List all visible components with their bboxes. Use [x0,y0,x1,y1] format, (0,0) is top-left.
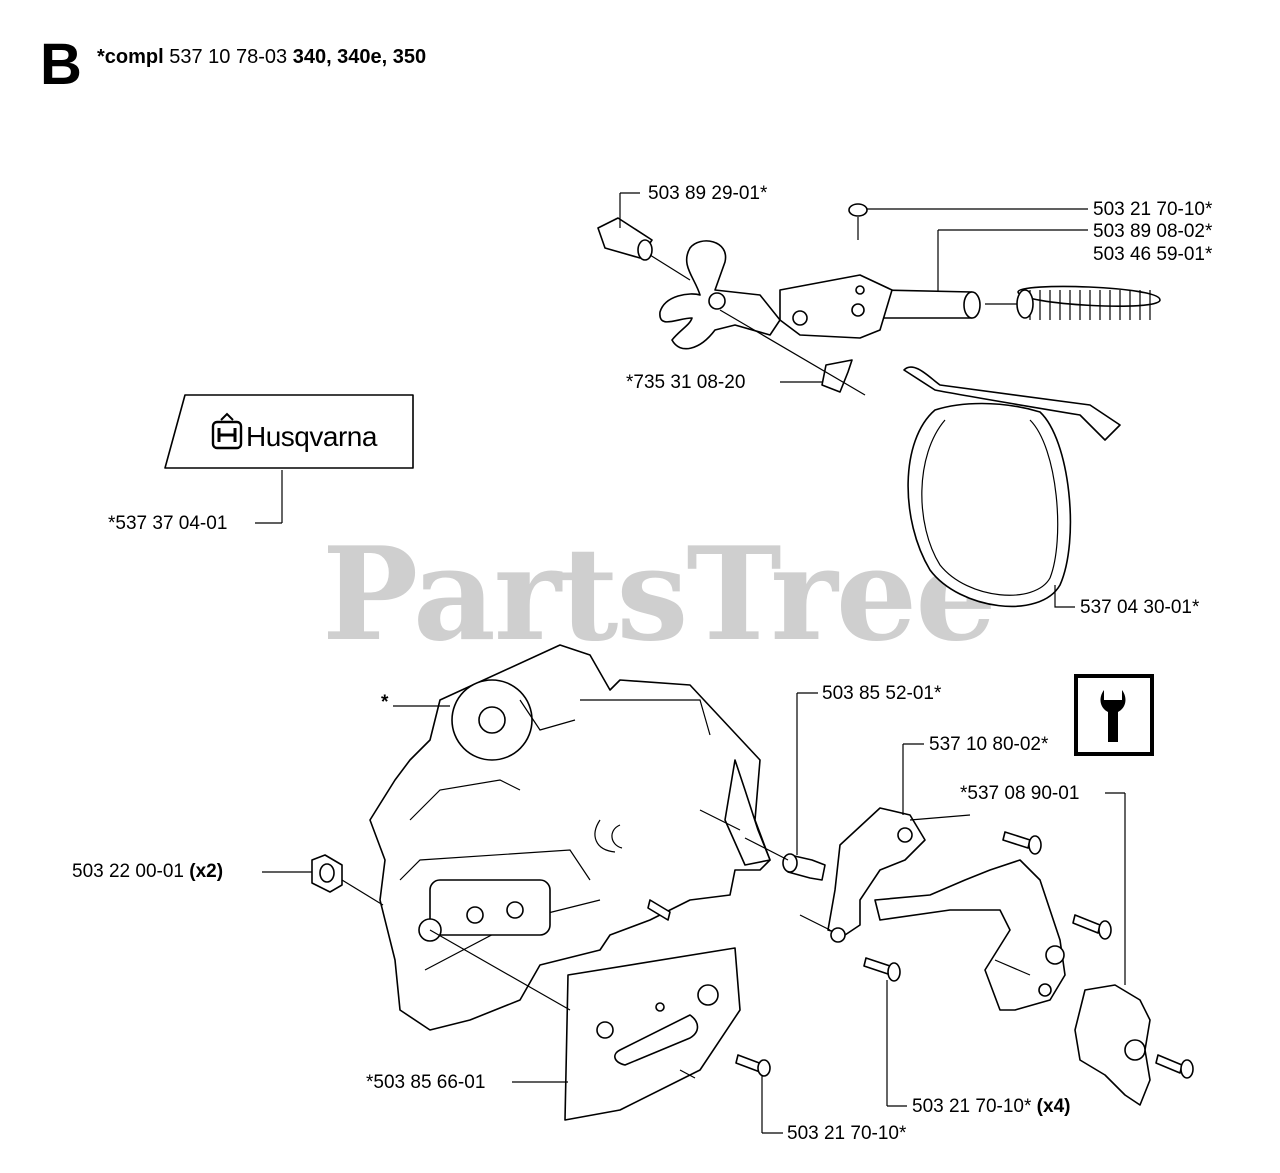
callout-503217010-top: 503 21 70-10* [1093,199,1213,220]
guide-cover-part [874,814,1066,1011]
callout-503220001: 503 22 00-01 (x2) [72,862,223,881]
callout-503220001-number: 503 22 00-01 [72,861,184,882]
callout-537370401: *537 37 04-01 [108,513,228,534]
husqvarna-crown-icon [211,412,243,450]
callout-503856601: *503 85 66-01 [366,1072,486,1093]
callout-503217010-x4-qty: (x4) [1036,1096,1071,1117]
bar-plate-part [429,929,741,1121]
bar-screw-part [735,1054,783,1134]
callout-503220001-qty: (x2) [189,861,224,882]
callout-503465901: 503 46 59-01* [1093,244,1213,265]
knob-sleeve-part [597,192,691,281]
cover-nut-part [262,854,384,906]
callout-503217010-x4-number: 503 21 70-10* [912,1096,1032,1117]
guide-screw-2-part [1072,914,1112,940]
header-part-number: 537 10 78-03 [169,46,288,68]
guide-screw-1-part [1002,831,1042,855]
callout-503892901: 503 89 29-01* [648,183,768,204]
catcher-block-part [1074,792,1194,1106]
callout-503890802: 503 89 08-02* [1093,221,1213,242]
callout-537108002: 537 10 80-02* [929,734,1049,755]
chain-guide-part [799,743,926,943]
brake-spring-part [985,285,1161,320]
callout-537089001: *537 08 90-01 [960,783,1080,804]
brake-lever-part [779,274,893,339]
callout-assembly-star: * [381,692,389,713]
assembly-header: *compl 537 10 78-03 340, 340e, 350 [97,46,426,69]
clutch-cover-part [369,644,771,1031]
guide-pin-part [744,692,826,881]
guide-screw-3-part [863,957,907,1107]
header-prefix: *compl [97,46,164,68]
section-letter: B [40,32,82,97]
callout-735310820: *735 31 08-20 [626,372,746,393]
callout-537043001: 537 04 30-01* [1080,597,1200,618]
clip-part [719,309,866,396]
husqvarna-logo-text: Husqvarna [246,421,377,452]
top-screw-part [848,203,1088,240]
callout-503217010-x4: 503 21 70-10* (x4) [912,1097,1070,1116]
brake-rod-part [879,229,1088,319]
brake-handle-knob-part [659,240,781,350]
callout-503855201: 503 85 52-01* [822,683,942,704]
wrench-icon [1074,674,1154,756]
header-models: 340, 340e, 350 [292,46,427,68]
watermark: PartsTree [322,520,997,670]
brake-band-part [903,366,1121,608]
decal-plate [164,394,414,524]
callout-503217010-bottom: 503 21 70-10* [787,1123,907,1144]
